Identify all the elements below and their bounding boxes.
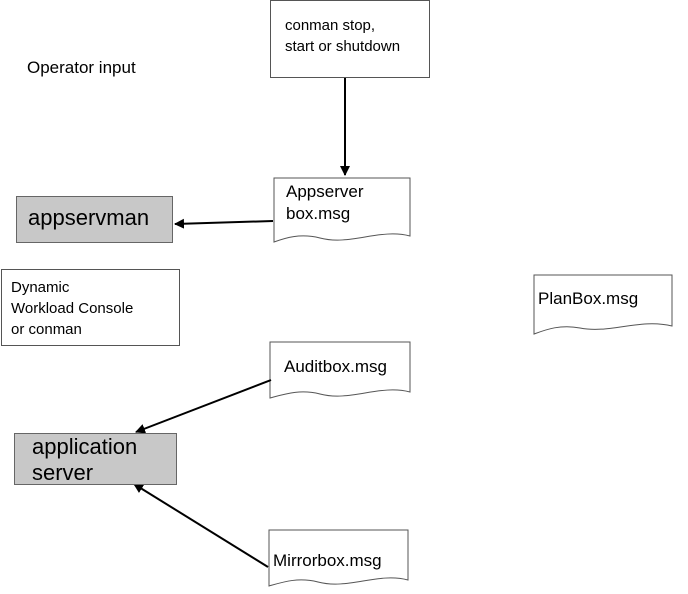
dwc-box: Dynamic Workload Console or conman (1, 269, 180, 346)
appserver-msg-line-2: box.msg (286, 204, 351, 223)
auditbox-msg-label: Auditbox.msg (284, 357, 387, 376)
auditbox-msg-shape (269, 341, 411, 399)
application-server-line-1: application (32, 434, 138, 459)
dwc-line-1: Dynamic (11, 279, 70, 296)
conman-command-line-1: conman stop, (285, 17, 376, 34)
appservman-label: appservman (28, 205, 150, 230)
planbox-msg-shape (533, 274, 673, 335)
arrow-appserver-to-appservman (174, 218, 274, 229)
dwc-line-3: or conman (11, 321, 82, 338)
mirrorbox-msg-label: Mirrorbox.msg (273, 551, 382, 570)
conman-command-box: conman stop, start or shutdown (270, 0, 430, 78)
arrow-mirrorbox-to-appserver (133, 483, 269, 568)
appserver-msg-shape (273, 177, 411, 243)
conman-command-line-2: start or shutdown (285, 38, 401, 55)
application-server-line-2: server (32, 460, 94, 485)
operator-input-label: Operator input (27, 58, 136, 77)
dwc-line-2: Workload Console (11, 300, 134, 317)
arrow-auditbox-to-appserver (135, 379, 272, 434)
appserver-msg-label: Appserver box.msg (286, 181, 363, 225)
application-server-box: application server (14, 433, 177, 485)
mirrorbox-msg-shape (268, 529, 409, 587)
planbox-msg-label: PlanBox.msg (538, 289, 639, 308)
appservman-box: appservman (16, 196, 173, 243)
appserver-msg-line-1: Appserver (286, 182, 364, 201)
